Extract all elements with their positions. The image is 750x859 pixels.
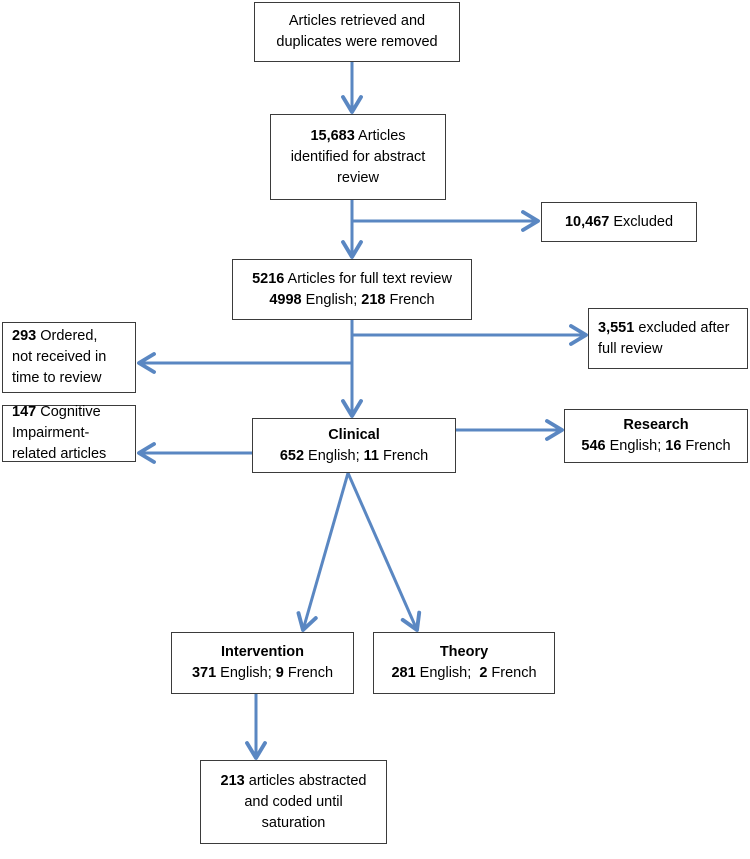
- not-received-count: 293: [12, 328, 37, 344]
- abstract-review-line-1: Articles: [354, 127, 406, 144]
- not-received-line-2: not received in: [12, 349, 107, 365]
- abstract-review-line-3: review: [337, 169, 379, 186]
- theory-box: Theory 281 English; 2 French: [373, 632, 555, 694]
- abstracted-line-2: and coded until: [244, 793, 343, 810]
- excluded-abstract-box: 10,467 Excluded: [541, 202, 697, 242]
- intervention-french-count: 9: [275, 665, 284, 681]
- excluded-full-line-2: full review: [598, 340, 663, 357]
- research-title: Research: [623, 417, 689, 433]
- full-text-english-label: English;: [301, 291, 362, 308]
- retrieved-line-1: Articles retrieved and: [288, 13, 426, 29]
- research-english-count: 546: [581, 438, 606, 454]
- full-text-french-label: French: [385, 291, 435, 308]
- clinical-french-count: 11: [363, 447, 380, 464]
- clinical-english-count: 652: [279, 447, 305, 464]
- abstracted-count: 213: [220, 772, 245, 789]
- full-text-review-box: 5216 Articles for full text review 4998 …: [232, 259, 472, 320]
- intervention-title: Intervention: [221, 644, 304, 660]
- abstract-review-count: 15,683: [310, 127, 355, 144]
- abstracted-line-1: articles abstracted: [244, 772, 367, 789]
- excluded-abstract-count: 10,467: [564, 213, 610, 230]
- abstracted-coded-box: 213 articles abstracted and coded until …: [200, 760, 387, 844]
- cognitive-line-2: Impairment-: [12, 425, 90, 441]
- excluded-full-review-box: 3,551 excluded after full review: [588, 308, 748, 369]
- retrieved-line-2: duplicates were removed: [276, 34, 438, 50]
- abstract-review-line-2: identified for abstract: [290, 148, 426, 165]
- abstracted-line-3: saturation: [261, 814, 326, 831]
- theory-french-count: 2: [479, 665, 488, 681]
- articles-retrieved-box: Articles retrieved and duplicates were r…: [254, 2, 460, 62]
- clinical-title: Clinical: [328, 426, 380, 443]
- excluded-full-line-1: excluded after: [634, 319, 730, 336]
- excluded-abstract-label: Excluded: [609, 213, 674, 230]
- cognitive-line-1: Cognitive: [36, 404, 101, 420]
- clinical-english-label: English;: [304, 447, 364, 464]
- full-text-french-count: 218: [361, 291, 386, 308]
- theory-english-label: English;: [415, 665, 480, 681]
- excluded-full-count: 3,551: [598, 319, 635, 336]
- intervention-english-label: English;: [216, 665, 276, 681]
- research-french-label: French: [681, 438, 731, 454]
- intervention-french-label: French: [283, 665, 334, 681]
- cognitive-impairment-box: 147 Cognitive Impairment- related articl…: [2, 404, 136, 462]
- arrow-clinical-to-intervention: [296, 472, 350, 632]
- arrow-clinical-to-theory: [346, 472, 422, 632]
- intervention-box: Intervention 371 English; 9 French: [171, 632, 354, 694]
- theory-title: Theory: [439, 644, 489, 660]
- clinical-box: Clinical 652 English; 11 French: [252, 418, 456, 473]
- full-text-english-count: 4998: [269, 291, 302, 308]
- cognitive-line-3: related articles: [12, 446, 107, 462]
- clinical-french-label: French: [379, 447, 429, 464]
- full-text-count: 5216: [252, 270, 285, 287]
- not-received-box: 293 Ordered, not received in time to rev…: [2, 322, 136, 393]
- theory-english-count: 281: [391, 665, 416, 681]
- cognitive-count: 147: [12, 404, 37, 420]
- research-box: Research 546 English; 16 French: [564, 409, 748, 463]
- theory-french-label: French: [487, 665, 537, 681]
- intervention-english-count: 371: [191, 665, 217, 681]
- research-french-count: 16: [665, 438, 682, 454]
- not-received-line-1: Ordered,: [36, 328, 98, 344]
- full-text-label: Articles for full text review: [284, 270, 452, 287]
- research-english-label: English;: [605, 438, 666, 454]
- abstract-review-box: 15,683 Articles identified for abstract …: [270, 114, 446, 200]
- not-received-line-3: time to review: [12, 370, 102, 386]
